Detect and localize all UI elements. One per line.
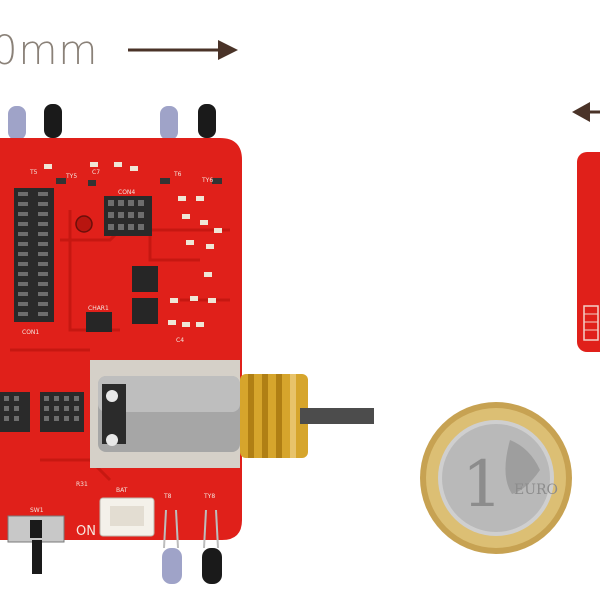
label-r31: R31 bbox=[76, 481, 88, 488]
label-ty6: TY6 bbox=[201, 177, 213, 184]
label-con1: CON1 bbox=[22, 329, 39, 336]
coin-denomination: 1 bbox=[462, 448, 503, 522]
label-t8: T8 bbox=[163, 493, 172, 500]
second-board bbox=[577, 152, 600, 352]
label-ty8: TY8 bbox=[203, 493, 215, 500]
gear-motor bbox=[90, 360, 374, 468]
euro-coin bbox=[420, 402, 572, 554]
label-bat: BAT bbox=[116, 487, 128, 494]
label-sw1: SW1 bbox=[30, 507, 44, 514]
scale-arrow-right-icon bbox=[128, 40, 238, 60]
scale-arrow-left-icon bbox=[572, 102, 600, 122]
label-con4: CON4 bbox=[118, 189, 135, 196]
label-char1: CHAR1 bbox=[88, 305, 109, 312]
coin-text: EURO bbox=[514, 482, 558, 498]
label-t5: T5 bbox=[29, 169, 38, 176]
scale-label: 0mm bbox=[0, 28, 99, 74]
label-ty5: TY5 bbox=[65, 173, 77, 180]
label-c7: C7 bbox=[92, 169, 100, 176]
switch-on-label: ON bbox=[76, 524, 96, 539]
label-t6: T6 bbox=[173, 171, 182, 178]
label-c4: C4 bbox=[176, 337, 184, 344]
